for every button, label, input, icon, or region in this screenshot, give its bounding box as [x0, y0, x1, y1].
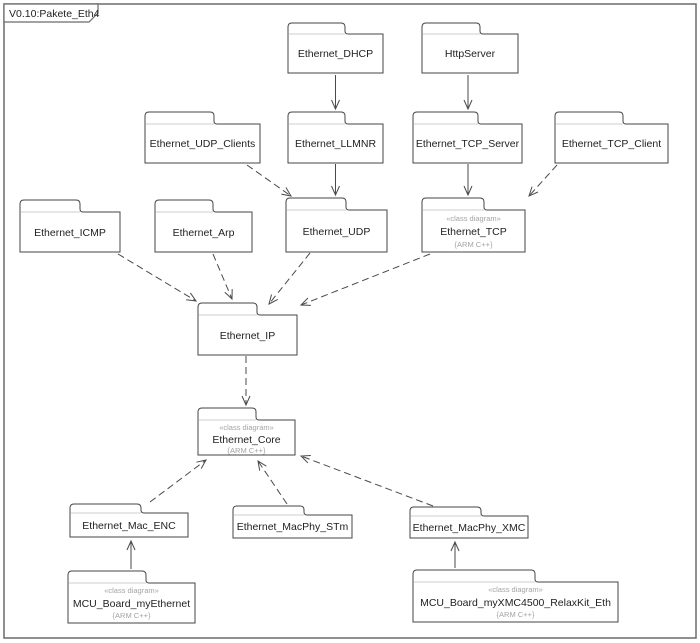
package-name: MCU_Board_myEthernet — [73, 598, 190, 610]
package-language-tag: {ARM C++} — [228, 446, 266, 455]
package-ethernet-core[interactable]: «class diagram» Ethernet_Core {ARM C++} — [197, 407, 296, 456]
package-ethernet-icmp[interactable]: Ethernet_ICMP — [19, 199, 121, 253]
package-ethernet-mac-enc[interactable]: Ethernet_Mac_ENC — [69, 503, 189, 538]
package-mcu-board-myxmc4500-relaxkit-eth[interactable]: «class diagram» MCU_Board_myXMC4500_Rela… — [412, 569, 619, 623]
package-stereotype: «class diagram» — [488, 585, 543, 594]
package-ethernet-udp-clients[interactable]: Ethernet_UDP_Clients — [144, 111, 261, 164]
package-name: Ethernet_IP — [220, 330, 275, 342]
package-name: Ethernet_UDP_Clients — [150, 138, 256, 150]
package-ethernet-tcp[interactable]: «class diagram» Ethernet_TCP {ARM C++} — [421, 197, 526, 253]
package-ethernet-llmnr[interactable]: Ethernet_LLMNR — [287, 111, 384, 164]
package-language-tag: {ARM C++} — [455, 240, 493, 249]
package-stereotype: «class diagram» — [219, 423, 274, 432]
package-ethernet-arp[interactable]: Ethernet_Arp — [154, 199, 253, 253]
dependency-macphyxmc-to-core[interactable] — [299, 454, 434, 507]
package-ethernet-macphy-xmc[interactable]: Ethernet_MacPhy_XMC — [409, 506, 529, 539]
dependency-udp-to-ip[interactable] — [268, 252, 311, 305]
package-ethernet-tcp-server[interactable]: Ethernet_TCP_Server — [412, 111, 523, 164]
connectors-layer — [117, 75, 558, 569]
package-stereotype: «class diagram» — [104, 586, 159, 595]
dependency-macenc-to-core[interactable] — [149, 459, 207, 503]
dependency-udpclients-to-udp[interactable] — [246, 164, 293, 197]
diagram-title-tab — [3, 3, 99, 23]
package-name: Ethernet_Arp — [173, 227, 235, 239]
dependency-macphystm-to-core[interactable] — [257, 459, 288, 505]
package-name: Ethernet_Core — [212, 434, 280, 446]
package-name: Ethernet_TCP — [440, 226, 507, 238]
diagram-title: V0.10:Pakete_Eth4 — [9, 8, 100, 20]
package-name: Ethernet_MacPhy_STm — [237, 521, 349, 533]
dependency-tcpclient-to-tcp[interactable] — [528, 164, 558, 197]
package-language-tag: {ARM C++} — [113, 611, 151, 620]
package-ethernet-ip[interactable]: Ethernet_IP — [197, 302, 298, 356]
package-name: MCU_Board_myXMC4500_RelaxKit_Eth — [420, 597, 611, 609]
dependency-arp-to-ip[interactable] — [212, 253, 233, 301]
package-httpserver[interactable]: HttpServer — [421, 22, 519, 74]
package-name: Ethernet_DHCP — [298, 48, 373, 60]
package-mcu-board-myethernet[interactable]: «class diagram» MCU_Board_myEthernet {AR… — [67, 570, 196, 624]
package-ethernet-macphy-stm[interactable]: Ethernet_MacPhy_STm — [232, 505, 353, 539]
diagram-frame — [3, 3, 697, 639]
package-name: HttpServer — [445, 48, 496, 60]
package-ethernet-tcp-client[interactable]: Ethernet_TCP_Client — [554, 111, 669, 164]
dependency-icmp-to-ip[interactable] — [117, 253, 198, 302]
package-name: Ethernet_ICMP — [34, 227, 106, 239]
package-name: Ethernet_LLMNR — [295, 138, 377, 150]
package-name: Ethernet_TCP_Server — [416, 138, 520, 150]
dependency-tcp-to-ip[interactable] — [299, 253, 431, 306]
package-ethernet-udp[interactable]: Ethernet_UDP — [285, 197, 388, 253]
package-stereotype: «class diagram» — [446, 214, 501, 223]
package-name: Ethernet_Mac_ENC — [82, 520, 176, 532]
package-name: Ethernet_MacPhy_XMC — [413, 522, 526, 534]
package-name: Ethernet_UDP — [303, 226, 371, 238]
package-language-tag: {ARM C++} — [497, 610, 535, 619]
package-name: Ethernet_TCP_Client — [562, 138, 661, 150]
package-ethernet-dhcp[interactable]: Ethernet_DHCP — [287, 22, 384, 74]
